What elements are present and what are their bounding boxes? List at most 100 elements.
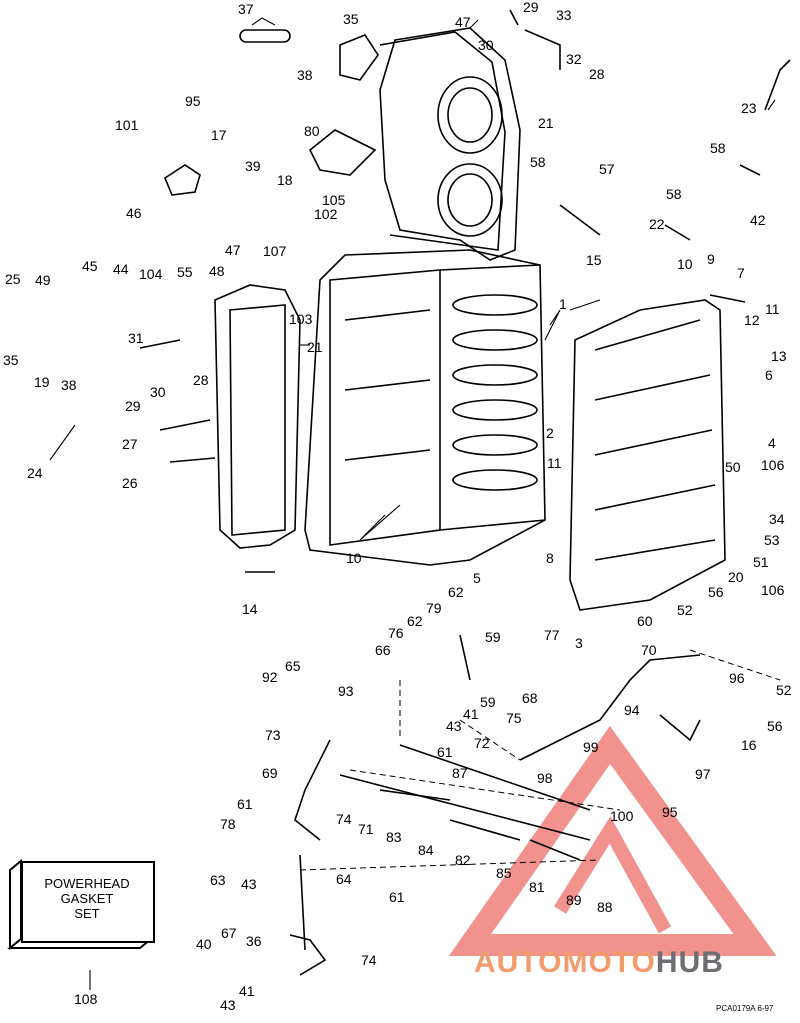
callout-c31: 31: [128, 330, 144, 346]
callout-c10a: 10: [677, 256, 693, 272]
callout-c9: 9: [707, 251, 715, 267]
callout-c30a: 30: [478, 37, 494, 53]
callout-c36: 36: [246, 933, 262, 949]
callout-c44: 44: [113, 261, 129, 277]
callout-c3: 3: [575, 635, 583, 651]
callout-c33: 33: [556, 7, 572, 23]
callout-c29a: 29: [523, 0, 539, 15]
callout-c8: 8: [546, 550, 554, 566]
callout-c40: 40: [196, 936, 212, 952]
callout-c103: 103: [289, 311, 313, 327]
callout-c47b: 47: [225, 242, 241, 258]
callout-c28b: 28: [193, 372, 209, 388]
callout-c43a: 43: [446, 718, 462, 734]
leader-lines: [49, 17, 776, 990]
callout-c83: 83: [386, 829, 402, 845]
callout-c41a: 41: [463, 706, 479, 722]
fasteners: [139, 9, 791, 573]
callout-c108: 108: [74, 991, 98, 1007]
callout-c95b: 95: [662, 804, 678, 820]
callout-c30b: 30: [150, 384, 166, 400]
callout-c50: 50: [725, 459, 741, 475]
throttle-linkage: [289, 634, 701, 976]
callout-c35a: 35: [343, 11, 359, 27]
callout-c49: 49: [35, 272, 51, 288]
callout-c23: 23: [741, 100, 757, 116]
callout-c80: 80: [304, 123, 320, 139]
callout-c35b: 35: [3, 352, 19, 368]
callout-c93: 93: [338, 683, 354, 699]
callout-c38b: 38: [61, 377, 77, 393]
callout-c15: 15: [586, 252, 602, 268]
callout-c71: 71: [358, 821, 374, 837]
callout-c106a: 106: [761, 457, 785, 473]
callout-c52a: 52: [677, 602, 693, 618]
callout-c39: 39: [245, 158, 261, 174]
callout-c53: 53: [764, 532, 780, 548]
callout-c74a: 74: [336, 811, 352, 827]
callout-c11b: 11: [547, 455, 562, 471]
callout-c18: 18: [277, 172, 293, 188]
callout-c81: 81: [529, 879, 545, 895]
callout-c104: 104: [139, 266, 163, 282]
callout-c59a: 59: [485, 629, 501, 645]
callout-c84: 84: [418, 842, 434, 858]
gasket-box-line-2: GASKET: [60, 891, 114, 906]
callout-c24: 24: [27, 465, 43, 481]
callout-c62b: 62: [407, 613, 423, 629]
callout-c100: 100: [610, 808, 634, 824]
callout-c67: 67: [221, 925, 237, 941]
gasket-box-line-1: POWERHEAD: [44, 876, 130, 891]
callout-c48: 48: [209, 263, 225, 279]
callout-c78: 78: [220, 816, 236, 832]
callout-c45: 45: [82, 258, 98, 274]
callout-c14: 14: [242, 601, 258, 617]
callout-c105: 105: [322, 192, 346, 208]
callout-c59b: 59: [480, 694, 496, 710]
watermark-logo: [448, 726, 777, 956]
callout-c101: 101: [115, 117, 139, 133]
callout-c2: 2: [546, 425, 554, 441]
callout-c58b: 58: [710, 140, 726, 156]
callout-c61b: 61: [237, 796, 253, 812]
callout-c27: 27: [122, 436, 138, 452]
callout-c12: 12: [744, 312, 760, 328]
callout-c69: 69: [262, 765, 278, 781]
callout-c41b: 41: [239, 983, 255, 999]
callout-c20: 20: [728, 569, 744, 585]
callout-c56b: 56: [767, 718, 783, 734]
callout-c55: 55: [177, 264, 193, 280]
callout-c38a: 38: [297, 67, 313, 83]
callout-c57: 57: [599, 161, 615, 177]
callout-c51: 51: [753, 554, 769, 570]
callout-c32: 32: [566, 51, 582, 67]
callout-c21b: 21: [307, 339, 323, 355]
drawing-code: PCA0179A 6-97: [716, 1004, 774, 1013]
callout-c63: 63: [210, 872, 226, 888]
callout-c7: 7: [737, 265, 745, 281]
callout-c107: 107: [263, 243, 287, 259]
callout-c66: 66: [375, 642, 391, 658]
thermostat-cover: [164, 34, 379, 196]
callout-c92: 92: [262, 669, 278, 685]
callout-c61a: 61: [437, 744, 453, 760]
callout-c61c: 61: [389, 889, 405, 905]
callout-c74b: 74: [361, 952, 377, 968]
callout-c6: 6: [765, 367, 773, 383]
callout-c96: 96: [729, 670, 745, 686]
callout-c76: 76: [388, 625, 404, 641]
callout-c88: 88: [597, 899, 613, 915]
callout-c58a: 58: [530, 154, 546, 170]
callout-c5: 5: [473, 570, 481, 586]
crankcase-block: [304, 249, 546, 566]
callout-c79: 79: [426, 600, 442, 616]
reference-lines: [299, 649, 781, 871]
callout-c43c: 43: [220, 997, 236, 1013]
callout-c16: 16: [741, 737, 757, 753]
gasket-box-label: POWERHEAD GASKET SET: [21, 876, 153, 921]
callout-c106b: 106: [761, 582, 785, 598]
gasket-box-line-3: SET: [74, 906, 100, 921]
callout-c70: 70: [641, 642, 657, 658]
callout-c87: 87: [452, 765, 468, 781]
